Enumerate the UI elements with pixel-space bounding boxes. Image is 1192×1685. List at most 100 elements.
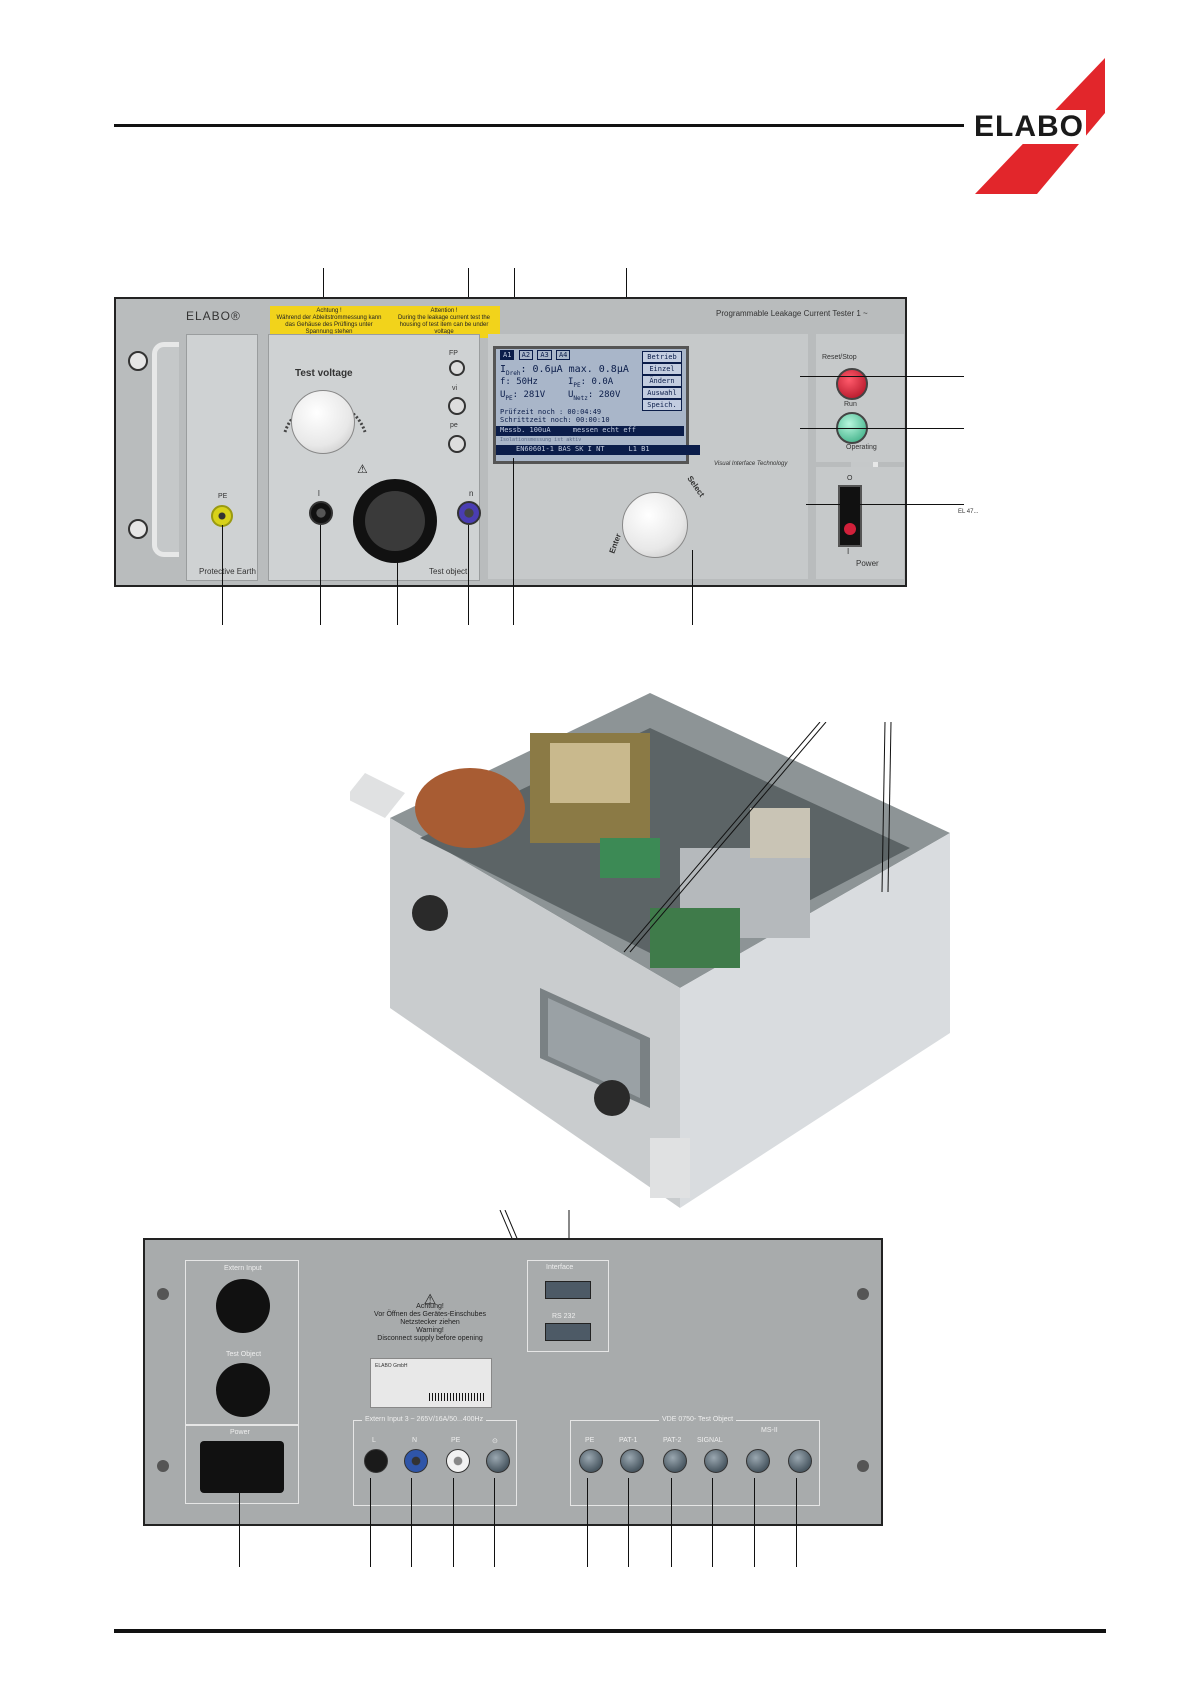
rs232-label: RS 232 [552, 1313, 576, 1320]
front-product-title: Programmable Leakage Current Tester 1 ~ [716, 309, 868, 318]
enter-label: Enter [607, 532, 623, 555]
lcd-voltage-label: U [500, 390, 506, 400]
test-object-label: Test object [429, 567, 468, 576]
lcd-unetz-line: UNetz: 280V [568, 390, 620, 402]
warning-title-en: Attention ! [430, 308, 458, 314]
extern-input-blank-group: Extern Input Test Object [185, 1260, 299, 1426]
probe-pe-jack[interactable] [448, 435, 466, 453]
power-inlet-connector[interactable] [200, 1441, 284, 1493]
power-indicator-icon [844, 523, 856, 535]
lcd-footer-right: L1 B1 [628, 445, 650, 453]
extern-jack-n[interactable] [404, 1449, 428, 1473]
left-handle[interactable] [152, 342, 179, 557]
test-voltage-knob[interactable] [291, 390, 355, 454]
screw-icon [857, 1460, 869, 1472]
leader-line [628, 1478, 629, 1567]
rear-panel: Extern Input Test Object Interface RS 23… [143, 1238, 883, 1526]
jack-l[interactable] [309, 501, 333, 525]
select-label: Select [685, 474, 707, 499]
interface-label: Interface [546, 1264, 574, 1271]
vde-jack-signal[interactable] [704, 1449, 728, 1473]
probe-fp-jack[interactable] [449, 360, 465, 376]
vde-jack-pat2[interactable] [663, 1449, 687, 1473]
lcd-button-betrieb[interactable]: Betrieb [642, 351, 682, 363]
interface-connector[interactable] [545, 1281, 591, 1299]
lcd-unetz-label: U [568, 390, 574, 400]
power-off-mark: O [847, 475, 853, 482]
display-section: A1 A2 A3 A4 IDreh: 0.6µA max. 0.8µA f: 5… [488, 334, 808, 579]
warning-label-de: Achtung ! Während der Ableitstrommessung… [270, 306, 388, 338]
lcd-ipe-line: IPE: 0.0A [568, 377, 613, 389]
leader-line [754, 1478, 755, 1567]
screw-icon [128, 351, 148, 371]
probe-vi-jack[interactable] [448, 397, 466, 415]
lcd-tab[interactable]: A1 [500, 350, 515, 360]
lcd-reading-label: I [500, 364, 507, 375]
rear-warning-text-de: Vor Öffnen des Gerätes-Einschubes Netzst… [374, 1311, 486, 1326]
run-label: Run [844, 401, 857, 408]
warning-label-en: Attention ! During the leakage current t… [388, 306, 500, 338]
footer-rule [114, 1629, 1106, 1633]
rear-warning: ⚠ Achtung! Vor Öffnen des Gerätes-Einsch… [355, 1291, 505, 1343]
extern-jack-pe[interactable] [446, 1449, 470, 1473]
lcd-tab[interactable]: A2 [518, 350, 534, 360]
reset-stop-button[interactable] [836, 368, 868, 400]
interface-group: Interface RS 232 [527, 1260, 609, 1352]
lcd-button-speich[interactable]: Speich. [642, 399, 682, 411]
ms-label: MS-II [761, 1427, 778, 1434]
screw-icon [157, 1288, 169, 1300]
extern-jack-l[interactable] [364, 1449, 388, 1473]
lcd-voltage-sub: PE [505, 394, 513, 402]
lcd-button-auswahl[interactable]: Auswahl [642, 387, 682, 399]
leader-line [712, 1478, 713, 1567]
leader-line [494, 1478, 495, 1567]
vde-jack-ms2[interactable] [788, 1449, 812, 1473]
leader-line [800, 376, 964, 377]
reset-stop-label: Reset/Stop [822, 354, 857, 361]
lcd-voltage-value: : 281V [512, 390, 546, 400]
vde-jack-pe[interactable] [579, 1449, 603, 1473]
vde-jack-pat1[interactable] [620, 1449, 644, 1473]
screw-icon [128, 519, 148, 539]
schuko-socket[interactable] [353, 479, 437, 563]
lcd-button-aendern[interactable]: Ändern [642, 375, 682, 387]
lcd-reading-line: IDreh: 0.6µA max. 0.8µA [500, 364, 629, 377]
socket-insert [365, 491, 425, 551]
header-rule [114, 124, 964, 127]
leader-line [320, 525, 321, 625]
select-enter-knob[interactable] [622, 492, 688, 558]
lcd-reading-value: : 0.6µA max. 0.8µA [520, 364, 629, 375]
elabo-logo-text: ELABO [972, 110, 1086, 144]
leader-line [453, 1478, 454, 1567]
warning-text-en: During the leakage current test the hous… [397, 315, 491, 335]
lcd-status-left: Messb. 100uA [500, 426, 551, 434]
lcd-ipe-value: : 0.0A [580, 377, 614, 387]
lcd-tab[interactable]: A4 [555, 350, 571, 360]
lcd-display: A1 A2 A3 A4 IDreh: 0.6µA max. 0.8µA f: 5… [493, 346, 700, 464]
rs232-connector[interactable] [545, 1323, 591, 1341]
extern-jack-ground[interactable] [486, 1449, 510, 1473]
lcd-status-right: messen echt eff [572, 426, 637, 434]
test-object-blank [216, 1363, 270, 1417]
power-switch[interactable] [838, 485, 862, 547]
lcd-tab[interactable]: A3 [537, 350, 552, 360]
warning-triangle-icon: ⚠ [423, 1291, 437, 1307]
lcd-button-einzel[interactable]: Einzel [642, 363, 682, 375]
vde-jack-ms1[interactable] [746, 1449, 770, 1473]
extern-jack-label: N [412, 1437, 418, 1444]
vde-group-label: VDE 0750- Test Object [659, 1416, 737, 1423]
leader-line [222, 525, 223, 625]
protective-earth-label: Protective Earth [199, 567, 256, 576]
jack-n[interactable] [457, 501, 481, 525]
rear-power-label: Power [230, 1429, 250, 1436]
protective-earth-jack[interactable] [211, 505, 233, 527]
lcd-unetz-value: : 280V [587, 390, 621, 400]
lcd-unetz-sub: Netz [573, 394, 588, 402]
leader-line [587, 1478, 588, 1567]
test-section: Test voltage l ⚠ n Test object FP vi pe [268, 334, 481, 581]
screw-icon [157, 1460, 169, 1472]
operating-label: Operating [846, 444, 877, 451]
leader-line [468, 525, 469, 625]
warning-title-de: Achtung ! [316, 308, 342, 314]
